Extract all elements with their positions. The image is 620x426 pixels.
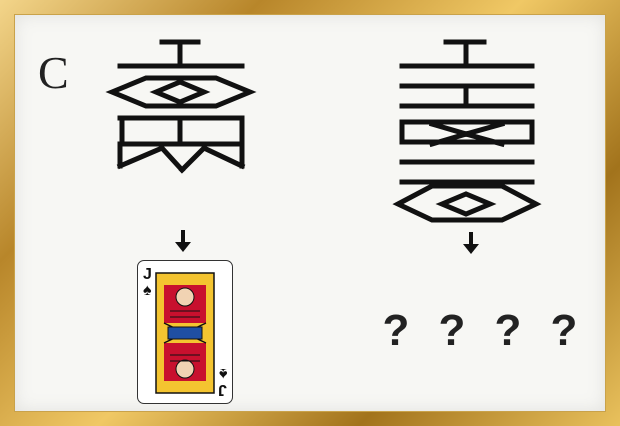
card-rank: J	[218, 381, 227, 397]
down-arrow-icon	[172, 228, 194, 254]
playing-card: J ♠ ♠ J	[137, 260, 233, 404]
jack-figure-icon	[154, 271, 216, 395]
question-mark: ?	[380, 306, 412, 356]
spade-icon: ♠	[143, 283, 152, 299]
down-arrow-icon	[460, 230, 482, 256]
unknown-answer: ? ? ? ?	[380, 306, 580, 356]
puzzle-board: C	[14, 14, 606, 412]
question-mark: ?	[436, 306, 468, 356]
question-mark: ?	[548, 306, 580, 356]
puzzle-label: C	[38, 50, 69, 96]
question-mark: ?	[492, 306, 524, 356]
left-symbol	[100, 36, 270, 186]
card-rank: J	[143, 267, 152, 283]
right-symbol	[392, 36, 552, 226]
spade-icon: ♠	[219, 365, 228, 381]
